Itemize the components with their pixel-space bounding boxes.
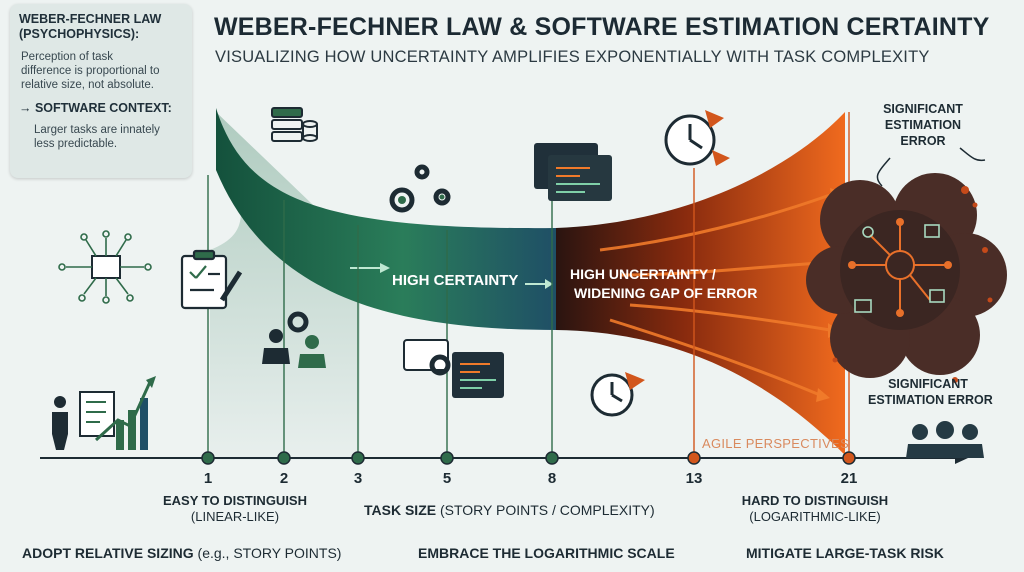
error-callout-top: SIGNIFICANT ESTIMATION ERROR	[878, 101, 968, 149]
tip-relative-sizing: ADOPT RELATIVE SIZING (e.g., STORY POINT…	[22, 545, 341, 561]
law-text-line: relative size, not absolute.	[21, 79, 154, 91]
certainty-band	[216, 108, 556, 330]
tip-large-task-risk: MITIGATE LARGE-TASK RISK	[746, 545, 944, 561]
callout-line	[876, 157, 891, 187]
code-window-icon	[534, 143, 612, 201]
error-cloud-icon	[806, 173, 1007, 383]
high-certainty-label: HIGH CERTAINTY	[392, 272, 519, 289]
easy-caption-sub: (LINEAR-LIKE)	[190, 509, 280, 524]
tip-bold: ADOPT RELATIVE SIZING	[22, 545, 194, 561]
tick-label: 8	[547, 470, 557, 487]
gears-icon	[389, 164, 451, 213]
tip-rest: (e.g., STORY POINTS)	[193, 545, 342, 561]
hard-caption: HARD TO DISTINGUISH	[741, 493, 889, 508]
checklist-clipboard-icon	[180, 249, 243, 310]
context-text-line: less predictable.	[34, 138, 118, 150]
callout-line	[959, 147, 986, 162]
uncertainty-band	[556, 112, 845, 455]
context-text-line: Larger tasks are innately	[34, 124, 160, 136]
error-callout-line: SIGNIFICANT	[888, 377, 968, 391]
team-icon	[906, 421, 984, 458]
tick-label: 21	[840, 470, 858, 487]
error-callout-bottom: SIGNIFICANT ESTIMATION ERROR	[868, 376, 993, 408]
clock-icon	[664, 114, 716, 166]
error-callout-line: SIGNIFICANT	[883, 102, 963, 116]
tick-label: 13	[685, 470, 703, 487]
hard-caption-sub: (LOGARITHMIC-LIKE)	[749, 509, 881, 524]
easy-caption: EASY TO DISTINGUISH	[163, 493, 307, 508]
tick-guides	[207, 112, 850, 456]
task-size-caption-rest: (STORY POINTS / COMPLEXITY)	[436, 502, 655, 518]
growth-chart-icon	[52, 376, 156, 450]
error-callout-line: ESTIMATION ERROR	[868, 393, 993, 407]
uncertainty-label-line: WIDENING GAP OF ERROR	[574, 285, 758, 301]
gears-icon	[287, 311, 451, 376]
uncertainty-label-line: HIGH UNCERTAINTY /	[570, 266, 716, 282]
info-panel: WEBER-FECHNER LAW (PSYCHOPHYSICS): Perce…	[10, 4, 192, 178]
people-collaboration-icon	[262, 329, 326, 368]
tick-label: 5	[442, 470, 452, 487]
circuit-board-icon	[58, 230, 152, 304]
clock-icon	[590, 373, 634, 417]
tick-label: 3	[353, 470, 363, 487]
error-callout-line: ERROR	[900, 134, 946, 148]
law-text-line: difference is proportional to	[21, 65, 160, 77]
task-size-caption-bold: TASK SIZE	[364, 502, 437, 518]
law-heading: WEBER-FECHNER LAW	[19, 12, 162, 26]
error-callout-line: ESTIMATION	[884, 118, 962, 132]
axis-nodes	[201, 451, 856, 465]
page-subtitle: VISUALIZING HOW UNCERTAINTY AMPLIFIES EX…	[215, 48, 930, 66]
task-size-caption: TASK SIZE (STORY POINTS / COMPLEXITY)	[364, 502, 655, 518]
law-heading-sub: (PSYCHOPHYSICS):	[19, 27, 140, 41]
watermark-text: AGILE PERSPECTIVES	[702, 436, 850, 451]
tick-label: 1	[203, 470, 213, 487]
tip-logarithmic-scale: EMBRACE THE LOGARITHMIC SCALE	[418, 545, 675, 561]
page-title: WEBER-FECHNER LAW & SOFTWARE ESTIMATION …	[214, 13, 990, 41]
context-heading: → SOFTWARE CONTEXT:	[19, 101, 172, 115]
tick-label: 2	[279, 470, 289, 487]
code-window-icon	[403, 339, 504, 398]
law-text-line: Perception of task	[21, 51, 114, 63]
certainty-fade-area	[210, 112, 360, 460]
database-icon	[271, 107, 318, 142]
